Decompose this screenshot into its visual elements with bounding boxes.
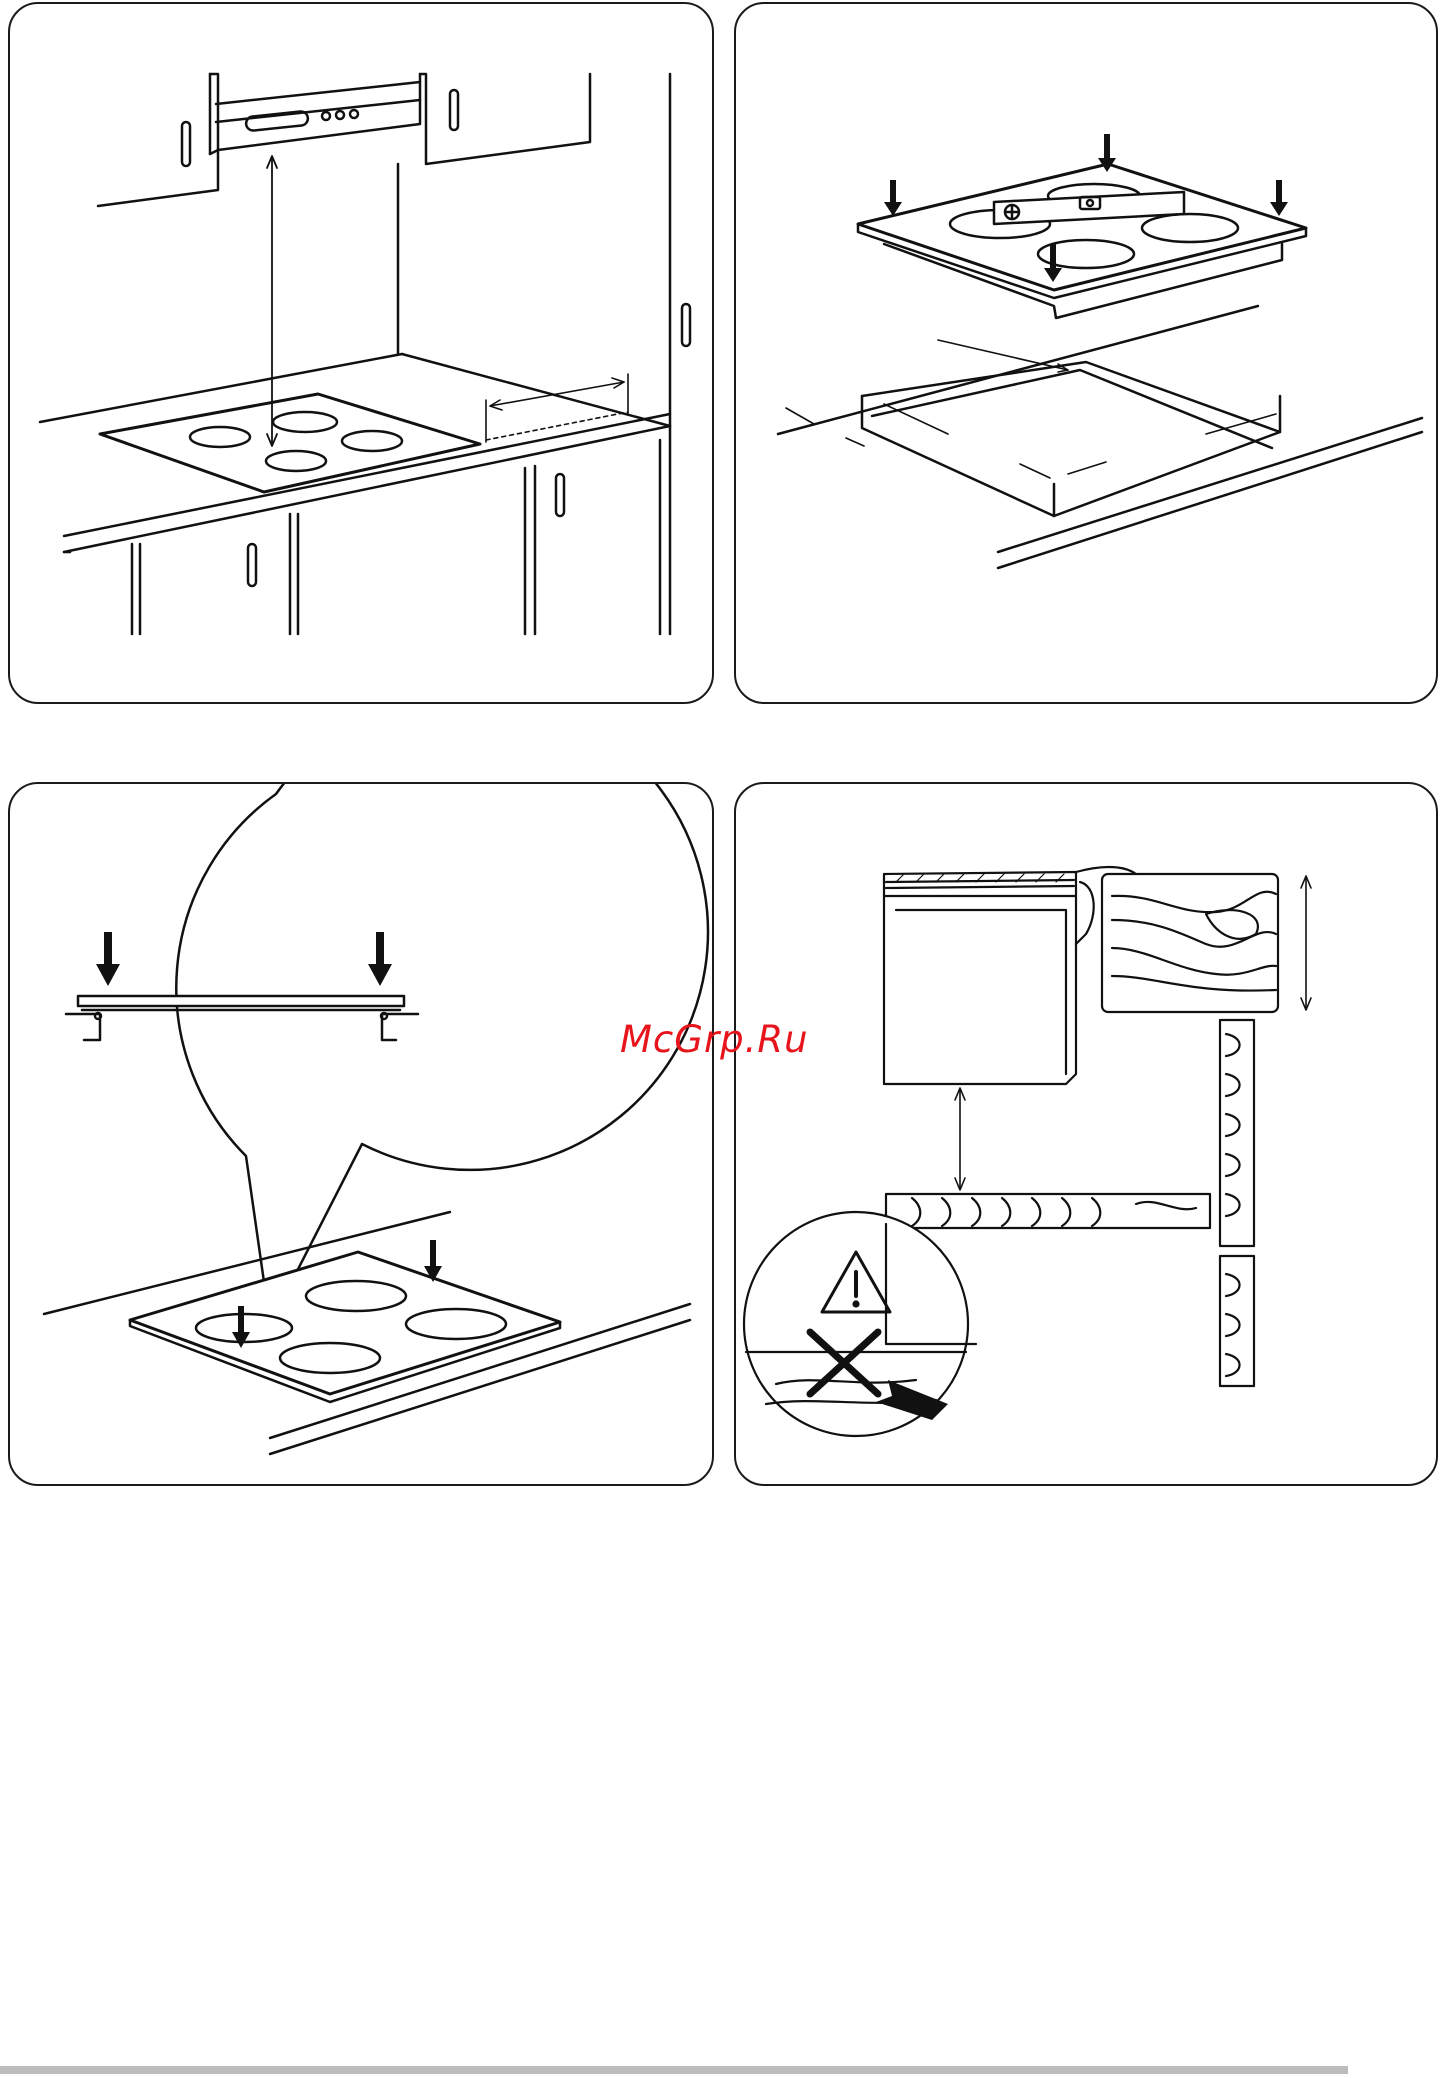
wall-cabinet-left (98, 74, 218, 206)
worktop-wood (1102, 874, 1278, 1012)
levelling-illustration (736, 4, 1436, 702)
cooker-hood (210, 74, 420, 154)
seal-panel (8, 782, 714, 1486)
levelling-panel (734, 2, 1438, 704)
wall-cabinet-right (420, 74, 590, 164)
side-cabinet-handle (682, 304, 690, 346)
seal-illustration (10, 784, 712, 1484)
section-panel (734, 782, 1438, 1486)
hob-plate (858, 164, 1306, 318)
worktop-edge (778, 306, 1422, 568)
hood-clearance-panel (8, 2, 714, 704)
section-illustration (736, 784, 1436, 1484)
watermark: McGrp.Ru (620, 1018, 809, 1061)
worktop-cutout (862, 362, 1280, 516)
worktop (40, 354, 670, 552)
cutout-dimensions (786, 340, 1276, 478)
lower-shelf (886, 1194, 1210, 1228)
footer-bar (0, 2066, 1348, 2074)
vertical-panel (1220, 1020, 1254, 1386)
hood-clearance-illustration (10, 4, 712, 702)
hob-glass-and-casing (884, 867, 1136, 1084)
worktop-thickness-dimension (1301, 876, 1311, 1010)
hob (130, 1252, 560, 1402)
gap-arrow (955, 1088, 965, 1190)
